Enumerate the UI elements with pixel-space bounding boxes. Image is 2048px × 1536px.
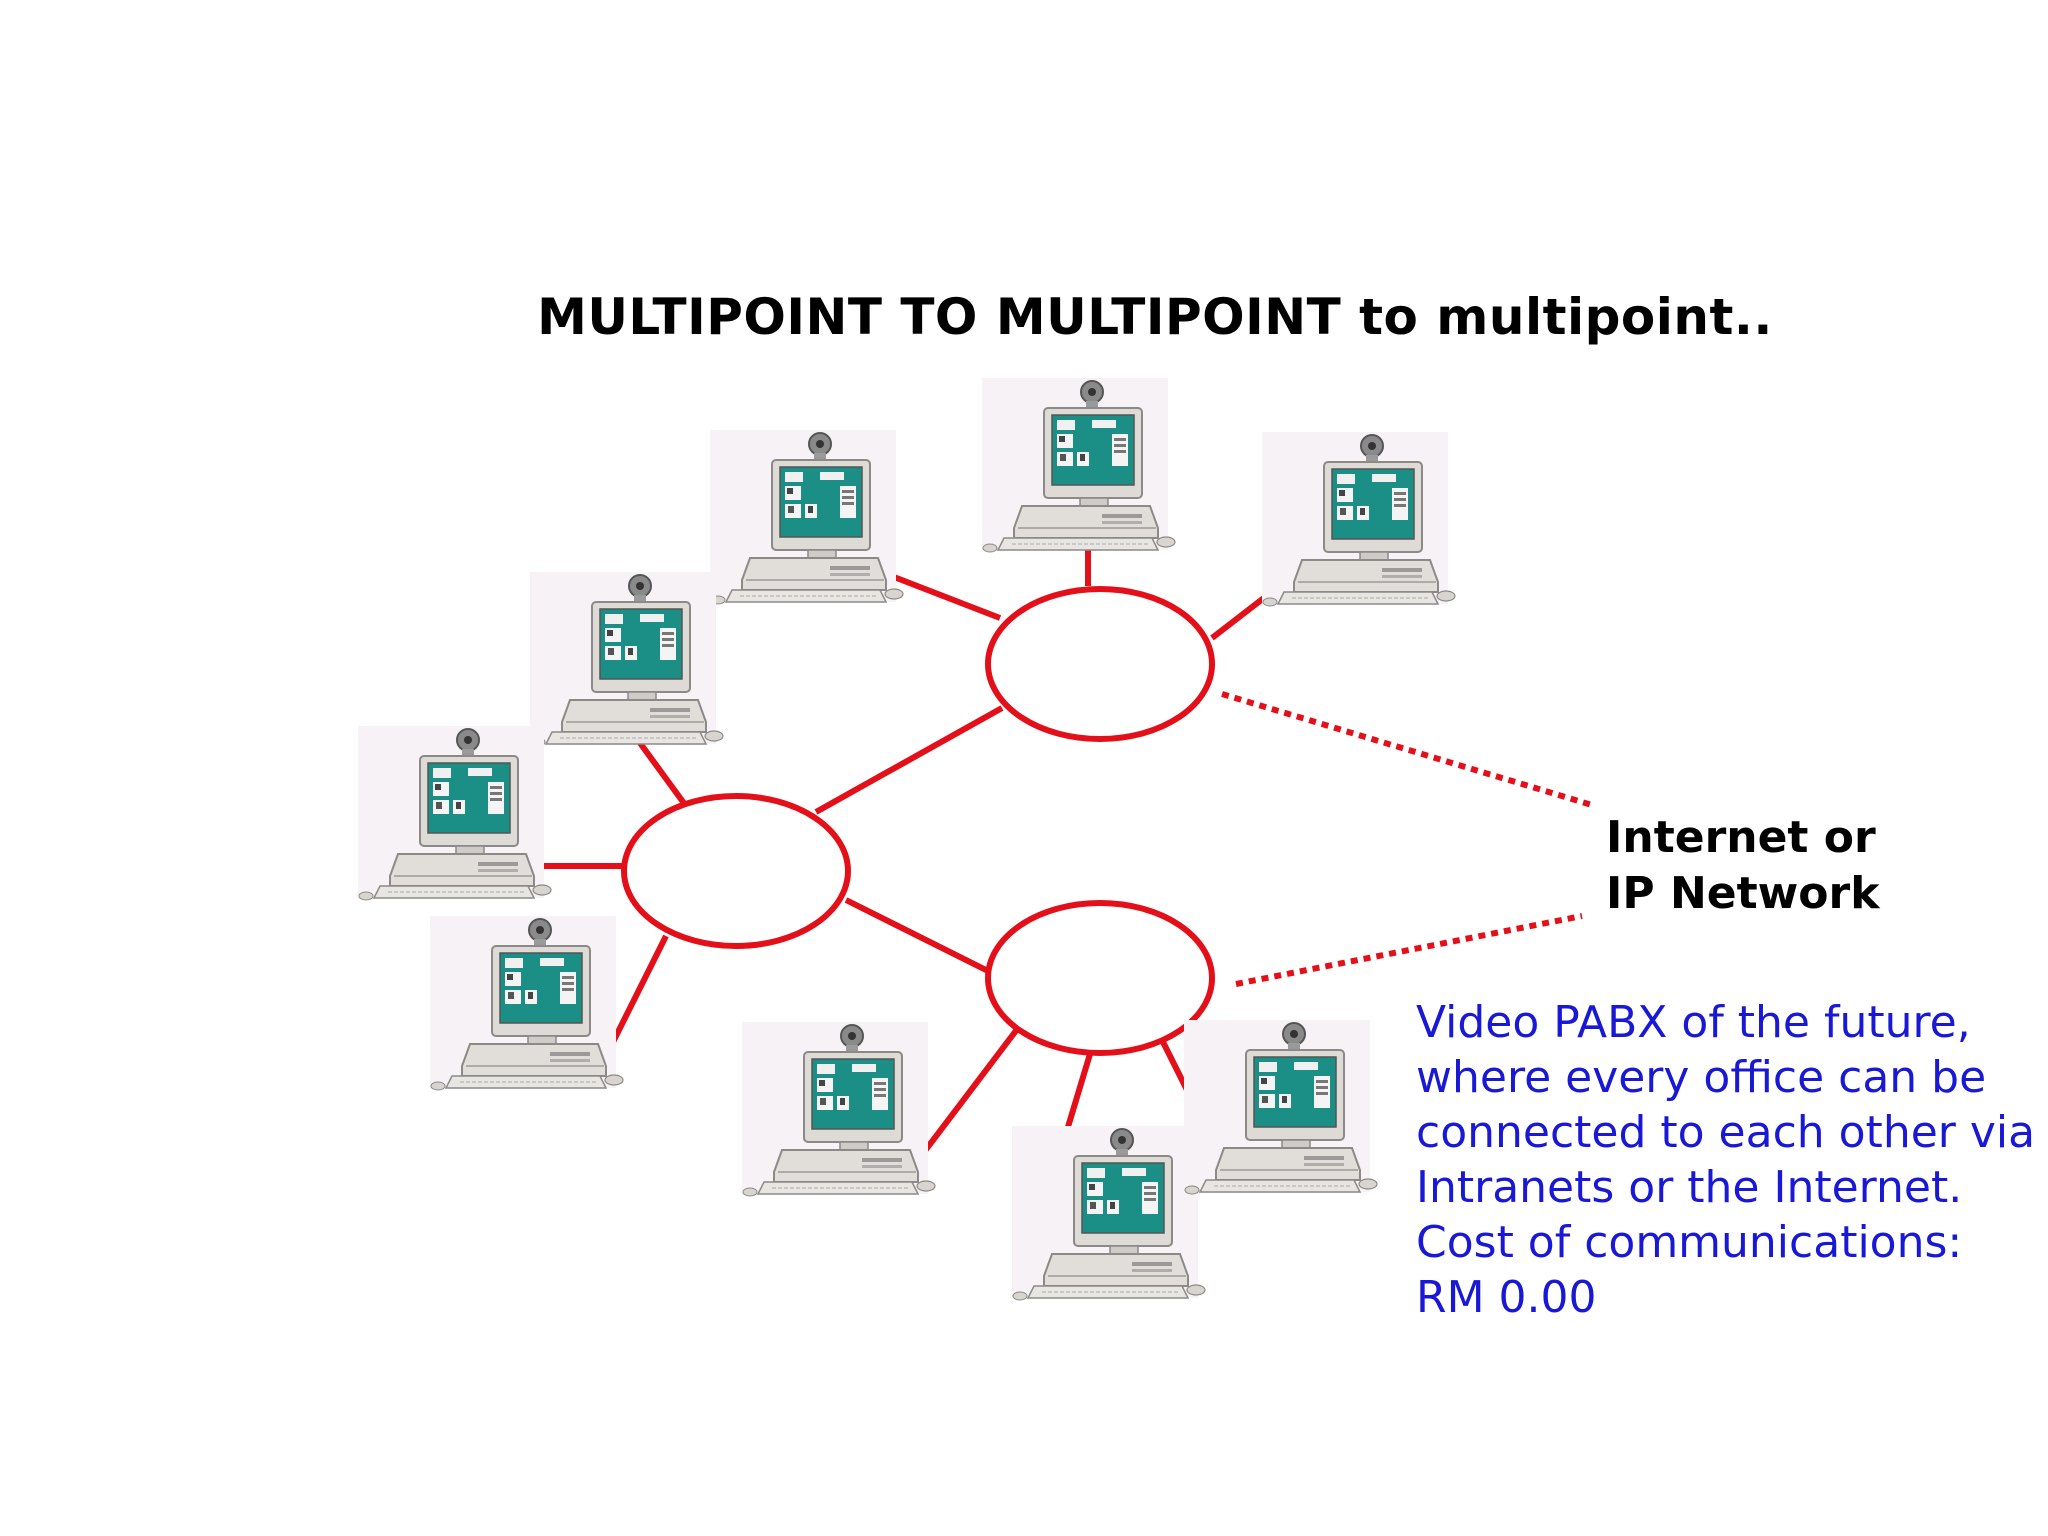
videoconference-pc-icon	[1183, 1019, 1378, 1195]
link-hub-bottom-internet	[1235, 913, 1583, 987]
internet-label-line-2: IP Network	[1606, 868, 1880, 919]
hub-bottom	[985, 900, 1215, 1056]
internet-label-line-1: Internet or	[1606, 812, 1876, 863]
videoconference-pc-icon	[529, 571, 724, 747]
link-hub-top-internet	[1221, 691, 1593, 808]
videoconference-pc-icon	[1261, 431, 1456, 607]
link-terminal-4	[637, 741, 689, 808]
videoconference-pc-icon	[709, 429, 904, 605]
hub-top	[985, 586, 1215, 742]
link-terminal-7	[915, 1026, 1021, 1162]
link-hub-top-hub-left	[814, 705, 1004, 815]
internet-label: Internet or IP Network	[1606, 810, 1879, 922]
videoconference-pc-icon	[429, 915, 624, 1091]
link-terminal-2	[874, 567, 1002, 621]
description-caption: Video PABX of the future, where every of…	[1416, 997, 2036, 1323]
videoconference-pc-icon	[357, 725, 552, 901]
link-hub-left-hub-bottom	[844, 897, 992, 975]
videoconference-pc-icon	[741, 1021, 936, 1197]
diagram-title: MULTIPOINT TO MULTIPOINT to multipoint..	[537, 288, 1773, 346]
hub-left	[621, 793, 851, 949]
videoconference-pc-icon	[1011, 1125, 1206, 1301]
videoconference-pc-icon	[981, 377, 1176, 553]
